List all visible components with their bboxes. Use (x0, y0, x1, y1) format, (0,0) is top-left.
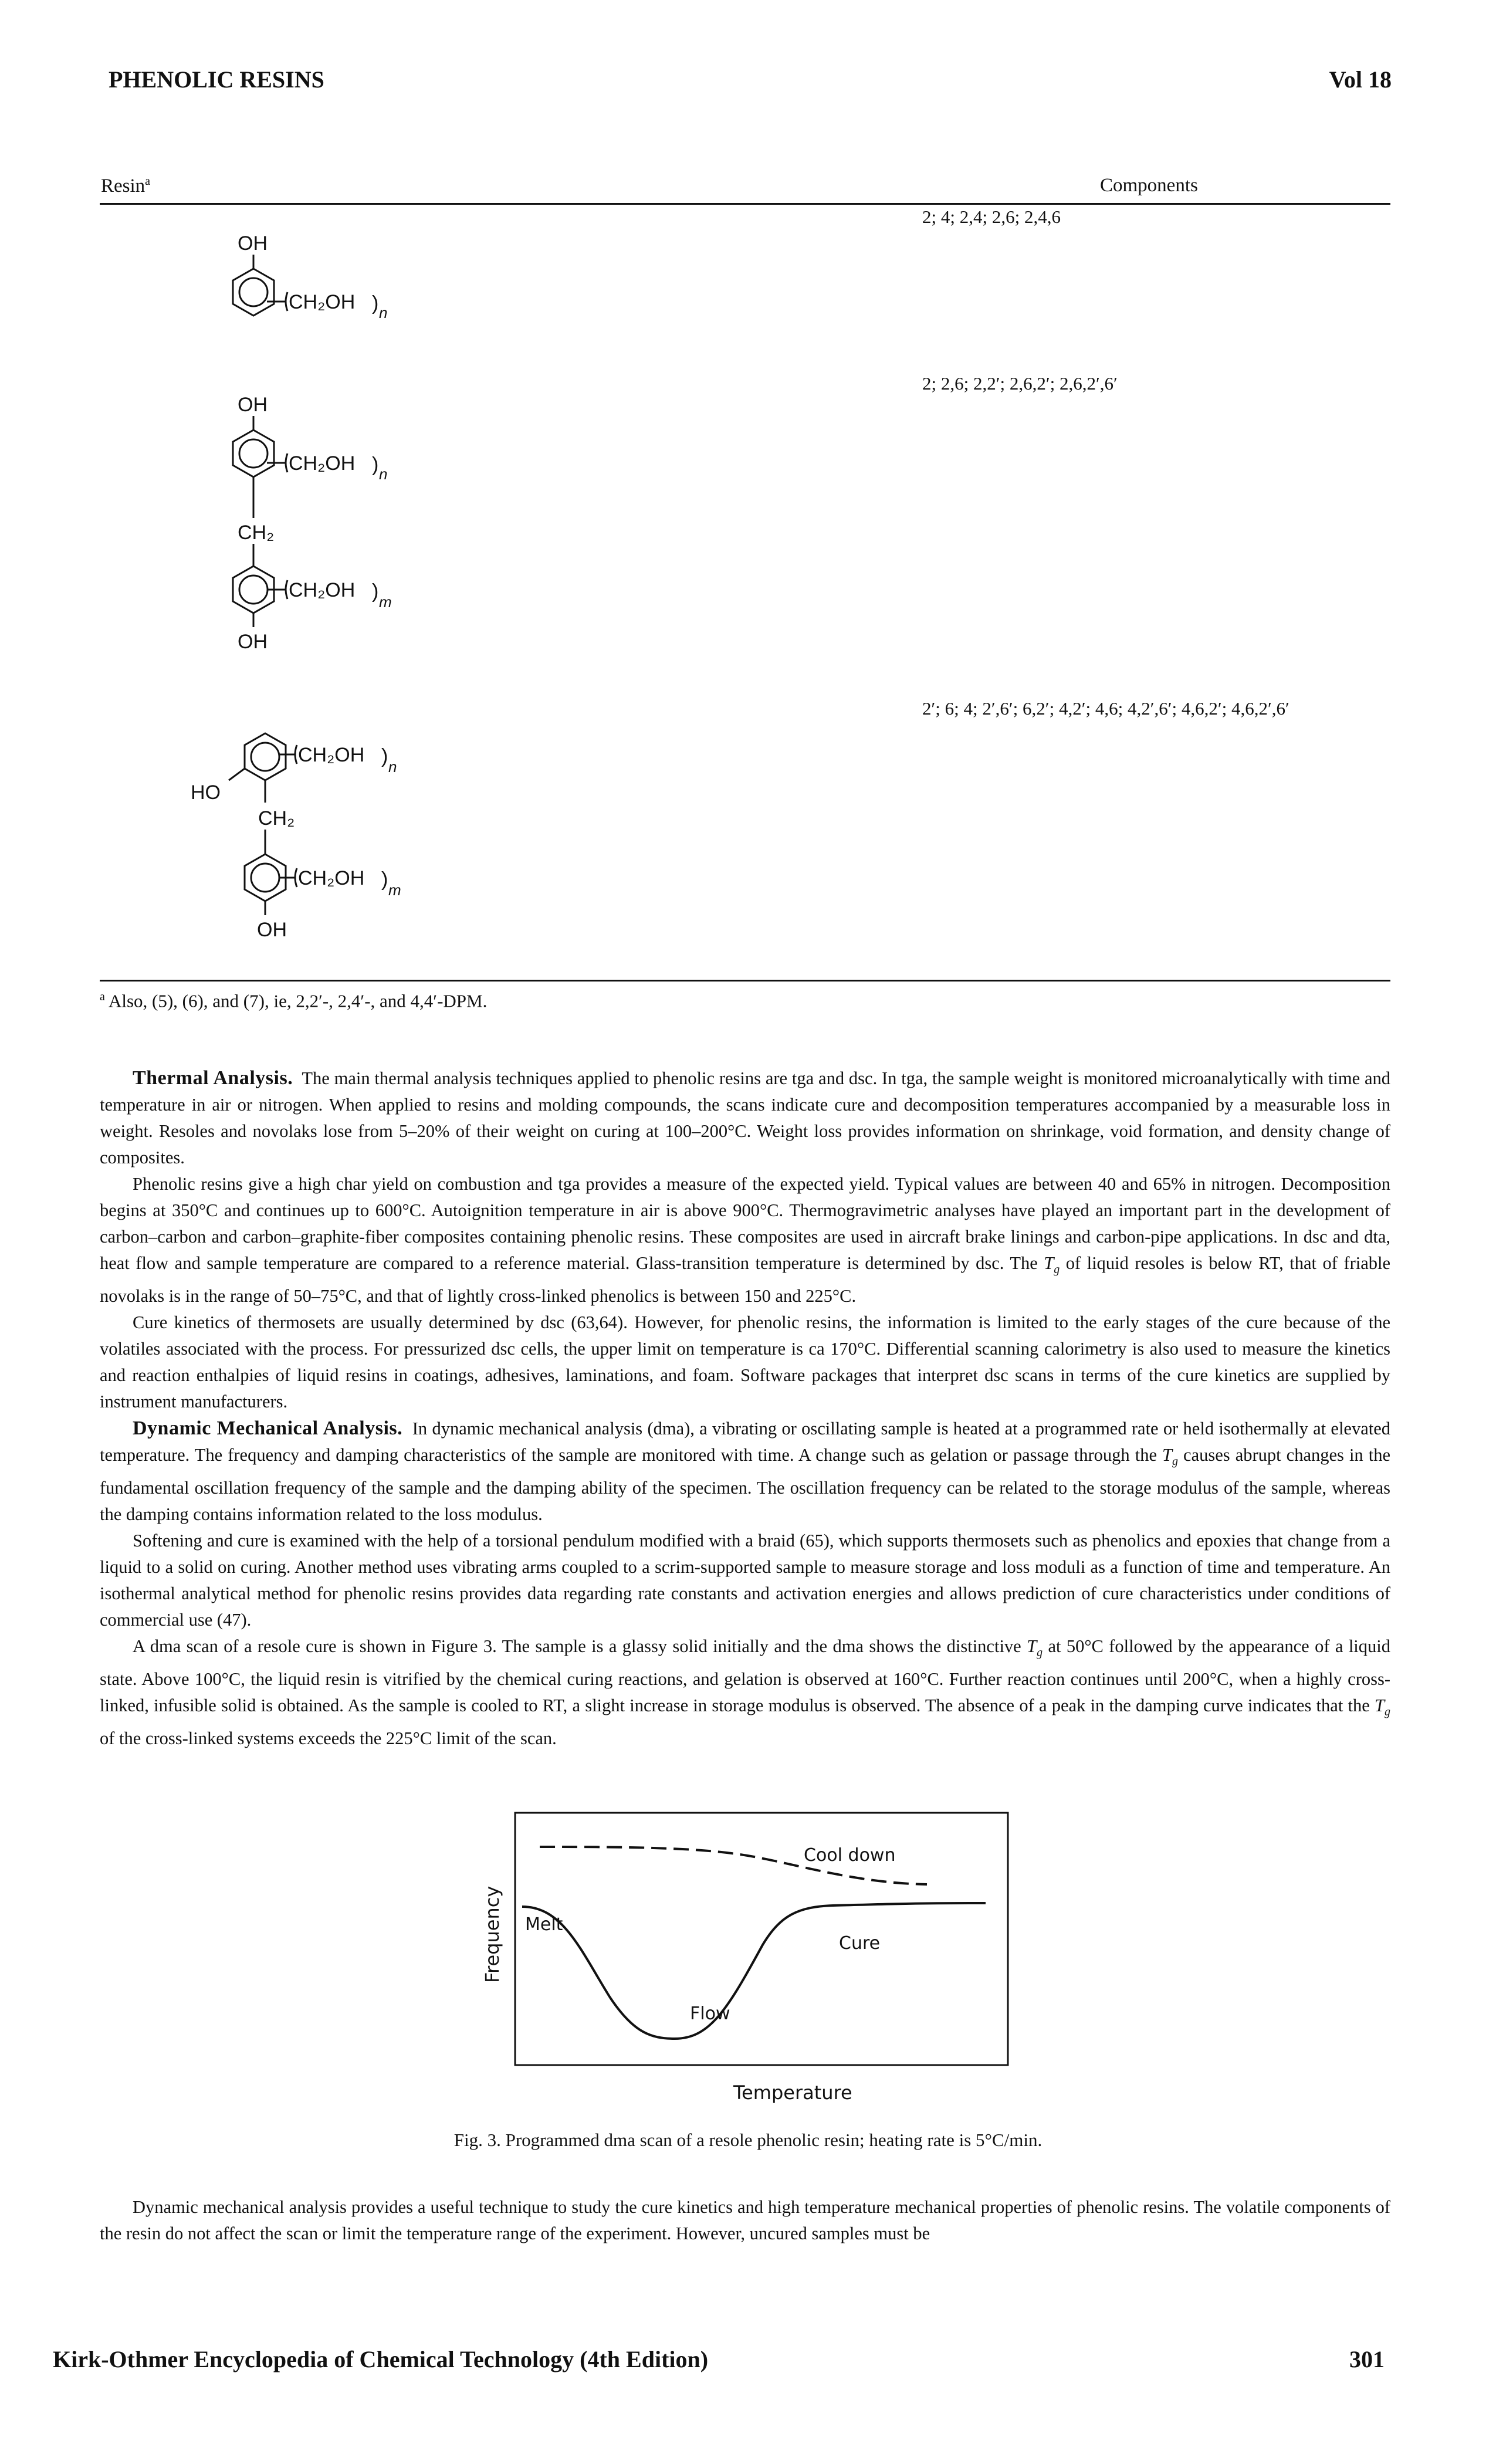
svg-text:n: n (388, 758, 397, 776)
table-bottom-rule (100, 980, 1390, 981)
section-heading-thermal: Thermal Analysis. (133, 1067, 293, 1089)
resin-column-header: Resina (101, 175, 151, 197)
plot-frame (514, 1812, 1009, 2066)
label-cool-down: Cool down (804, 1845, 895, 1866)
label-melt: Melt (525, 1914, 563, 1935)
svg-text:m: m (388, 881, 401, 899)
components-row-1: 2; 4; 2,4; 2,6; 2,4,6 (922, 207, 1061, 227)
section-heading-dma: Dynamic Mechanical Analysis. (133, 1417, 403, 1440)
svg-text:): ) (372, 292, 378, 314)
paragraph-char-yield: Phenolic resins give a high char yield o… (100, 1174, 1390, 1307)
paragraph-dma-usefulness: Dynamic mechanical analysis provides a u… (100, 2197, 1390, 2243)
components-row-3: 2′; 6; 4; 2′,6′; 6,2′; 4,2′; 4,6; 4,2′,6… (922, 698, 1289, 719)
svg-text:): ) (372, 580, 378, 603)
table-top-rule (100, 203, 1390, 205)
svg-text:CH₂: CH₂ (238, 522, 274, 544)
svg-text:CH₂OH: CH₂OH (289, 579, 355, 601)
structure-methylene-bisphenol-para: OH CH₂OH ) n CH₂ CH₂OH ) m OH (232, 394, 392, 653)
paragraph-dma: Dynamic Mechanical Analysis. In dynamic … (100, 1417, 1391, 1525)
label-cure: Cure (839, 1933, 880, 1954)
body-text-upper: Thermal Analysis. The main thermal analy… (100, 1065, 1390, 1752)
structure-methylene-bisphenol-ortho: CH₂OH ) n HO CH₂ CH₂OH ) m OH (191, 732, 401, 941)
paragraph-cure-kinetics: Cure kinetics of thermosets are usually … (100, 1312, 1390, 1412)
svg-text:HO: HO (191, 781, 221, 804)
components-row-2: 2; 2,6; 2,2′; 2,6,2′; 2,6,2′,6′ (922, 373, 1118, 394)
running-header-volume: Vol 18 (1329, 66, 1392, 93)
svg-text:CH₂OH: CH₂OH (298, 867, 364, 889)
svg-text:): ) (372, 453, 378, 476)
svg-text:): ) (381, 868, 388, 891)
figure-caption: Fig. 3. Programmed dma scan of a resole … (453, 2130, 1043, 2150)
svg-text:OH: OH (238, 394, 268, 416)
svg-text:CH₂: CH₂ (258, 807, 295, 830)
components-column-header: Components (1100, 175, 1198, 196)
heating-curve (522, 1902, 986, 2040)
svg-text:m: m (379, 593, 392, 611)
svg-text:OH: OH (238, 232, 268, 255)
body-text-lower: Dynamic mechanical analysis provides a u… (100, 2194, 1390, 2247)
page-number: 301 (1349, 2346, 1385, 2372)
x-axis-label: Temperature (733, 2081, 852, 2104)
cool-down-curve (539, 1846, 928, 1886)
svg-text:n: n (379, 304, 387, 321)
svg-text:OH: OH (257, 919, 287, 941)
label-flow: Flow (690, 2003, 730, 2024)
svg-text:n: n (379, 465, 387, 483)
svg-text:OH: OH (238, 631, 268, 653)
running-header-title: PHENOLIC RESINS (109, 66, 324, 93)
svg-text:): ) (381, 745, 388, 767)
paragraph-thermal-analysis: Thermal Analysis. The main thermal analy… (100, 1067, 1391, 1167)
svg-text:CH₂OH: CH₂OH (289, 452, 355, 475)
structure-phenol-methylol: OH CH₂OH ) n (232, 232, 387, 321)
footer-publication: Kirk-Othmer Encyclopedia of Chemical Tec… (53, 2346, 709, 2372)
dma-scan-figure: Cool down Melt Cure Flow Frequency Tempe… (481, 1812, 1009, 2104)
paragraph-dma-scan: A dma scan of a resole cure is shown in … (100, 1636, 1390, 1749)
y-axis-label: Frequency (481, 1886, 503, 1983)
svg-text:CH₂OH: CH₂OH (298, 744, 364, 766)
table-footnote: a Also, (5), (6), and (7), ie, 2,2′-, 2,… (100, 990, 488, 1011)
svg-text:CH₂OH: CH₂OH (289, 291, 355, 313)
paragraph-torsional-pendulum: Softening and cure is examined with the … (100, 1531, 1390, 1630)
